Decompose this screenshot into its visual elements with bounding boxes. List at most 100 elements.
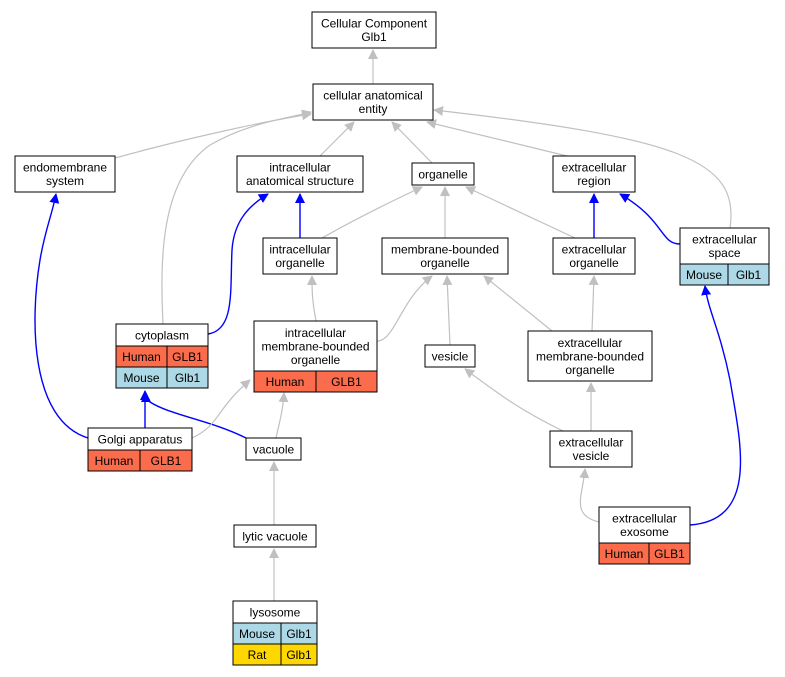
species-label: Rat xyxy=(248,648,267,662)
node-label: endomembrane xyxy=(23,161,107,175)
node-box xyxy=(679,227,770,265)
edge-vacuole-to-cytoplasm xyxy=(141,392,247,439)
edge-intracellular-organelle-to-organelle xyxy=(321,186,423,239)
node-label: extracellular xyxy=(612,512,677,526)
gene-cell xyxy=(315,370,378,393)
species-label: Human xyxy=(605,547,644,561)
node-label: lytic vacuole xyxy=(242,529,308,543)
gene-cell xyxy=(166,366,209,389)
node-box xyxy=(527,330,653,382)
node-box xyxy=(233,524,317,548)
edges-layer xyxy=(34,49,742,601)
edge-extracellular-exosome-to-extracellular-vesicle xyxy=(579,468,600,523)
node-label: intracellular xyxy=(285,326,346,340)
species-label: Mouse xyxy=(239,627,275,641)
node-label: extracellular xyxy=(562,161,627,175)
edge-extracellular-region-to-cellular-anatomical-entity xyxy=(426,119,568,157)
edge-intracellular-membrane-bounded-organelle-to-membrane-bounded-organelle xyxy=(376,275,433,342)
species-label: Human xyxy=(266,375,305,389)
node-label: membrane-bounded xyxy=(536,349,644,363)
node-label: membrane-bounded xyxy=(391,243,499,257)
node-box xyxy=(236,155,364,193)
node-label: extracellular xyxy=(558,336,623,350)
node-box xyxy=(14,155,116,193)
node-vesicle[interactable]: vesicle xyxy=(424,344,476,368)
gene-label: GLB1 xyxy=(654,547,685,561)
edge-golgi-apparatus-to-endomembrane-system xyxy=(34,193,89,439)
node-box xyxy=(598,506,691,544)
node-box xyxy=(549,430,633,468)
edge-intracellular-anatomical-structure-to-cellular-anatomical-entity xyxy=(319,121,355,157)
node-label: intracellular xyxy=(269,243,330,257)
node-label: organelle xyxy=(418,167,468,181)
edge-extracellular-organelle-to-organelle xyxy=(465,186,576,239)
node-label: vesicle xyxy=(432,349,469,363)
gene-label: Glb1 xyxy=(286,648,312,662)
gene-label: Glb1 xyxy=(286,627,312,641)
gene-cell xyxy=(727,263,770,286)
node-box xyxy=(245,437,302,461)
node-label: extracellular xyxy=(562,243,627,257)
gene-label: GLB1 xyxy=(151,454,182,468)
node-box xyxy=(552,155,636,193)
node-label: organelle xyxy=(275,256,325,270)
node-box xyxy=(311,11,437,49)
node-label: system xyxy=(46,174,84,188)
node-label: Cellular Component xyxy=(321,17,428,31)
node-label: entity xyxy=(359,102,388,116)
node-label: membrane-bounded xyxy=(261,339,369,353)
node-label: vesicle xyxy=(573,449,610,463)
node-intracellular-membrane-bounded-organelle[interactable]: intracellularmembrane-boundedorganelleHu… xyxy=(253,320,378,393)
node-box xyxy=(381,237,509,275)
node-label: extracellular xyxy=(559,436,624,450)
node-organelle[interactable]: organelle xyxy=(411,162,475,186)
species-label: Mouse xyxy=(686,268,722,282)
gene-label: Glb1 xyxy=(175,371,201,385)
edge-extracellular-exosome-to-extracellular-space xyxy=(689,285,742,526)
node-label: organelle xyxy=(420,256,470,270)
gene-cell xyxy=(280,643,318,666)
edge-endomembrane-system-to-cellular-anatomical-entity xyxy=(114,110,312,159)
species-label: Mouse xyxy=(123,371,159,385)
edge-cytoplasm-to-intracellular-anatomical-structure xyxy=(207,193,269,335)
gene-cell xyxy=(648,542,691,565)
node-label: organelle xyxy=(291,353,341,367)
node-box xyxy=(262,237,338,275)
node-box xyxy=(411,162,475,186)
edge-organelle-to-cellular-anatomical-entity xyxy=(391,121,433,164)
node-label: vacuole xyxy=(253,442,295,456)
node-vacuole[interactable]: vacuole xyxy=(245,437,302,461)
gene-label: Glb1 xyxy=(736,268,762,282)
edge-intracellular-membrane-bounded-organelle-to-intracellular-organelle xyxy=(307,275,318,322)
node-lytic-vacuole[interactable]: lytic vacuole xyxy=(233,524,317,548)
species-label: Human xyxy=(95,454,134,468)
node-label: organelle xyxy=(569,256,619,270)
node-label: extracellular xyxy=(692,233,757,247)
edge-golgi-apparatus-to-intracellular-membrane-bounded-organelle xyxy=(191,379,251,439)
species-label: Human xyxy=(122,350,161,364)
node-label: exosome xyxy=(620,525,669,539)
edge-extracellular-space-to-cellular-anatomical-entity xyxy=(433,106,732,229)
node-label: anatomical structure xyxy=(246,174,354,188)
edge-extracellular-membrane-bounded-organelle-to-extracellular-organelle xyxy=(588,275,599,332)
edge-extracellular-vesicle-to-vesicle xyxy=(464,368,564,432)
edge-extracellular-membrane-bounded-organelle-to-membrane-bounded-organelle xyxy=(483,275,553,332)
gene-label: GLB1 xyxy=(172,350,203,364)
gene-label: GLB1 xyxy=(331,375,362,389)
